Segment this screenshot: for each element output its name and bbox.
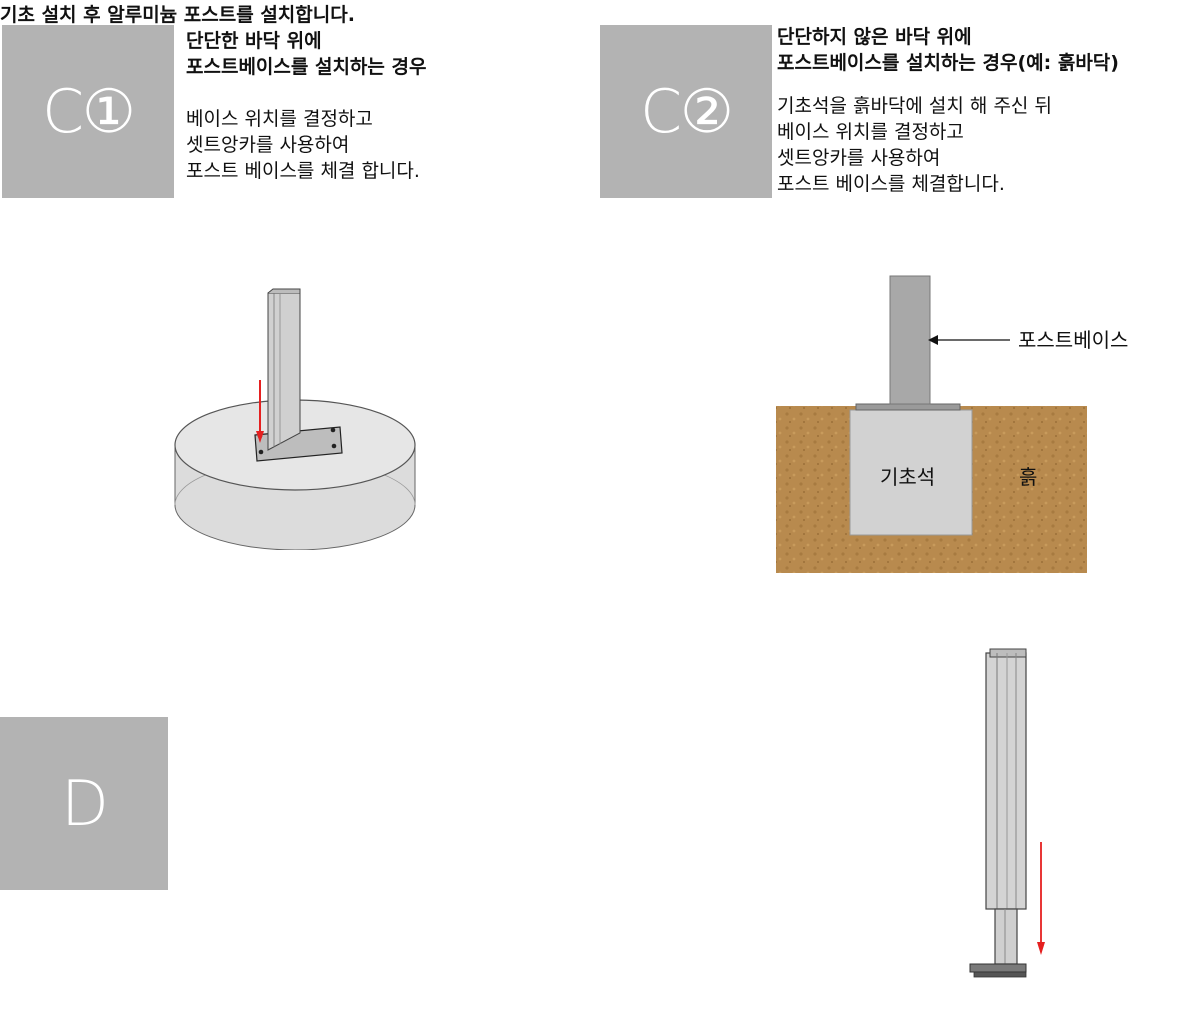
body-line: 셋트앙카를 사용하여 [777, 147, 941, 169]
section-d-text: 기초 설치 후 알루미늄 포스트를 설치합니다. [0, 4, 355, 26]
soil-label: 흙 [1019, 465, 1037, 489]
section-c2-body: 기초석을 흙바닥에 설치 해 주신 뒤 베이스 위치를 결정하고 셋트앙카를 사… [777, 93, 1052, 197]
aluminum-post-illustration [969, 648, 1045, 978]
post-base [889, 275, 931, 405]
foundation-stone [849, 409, 973, 536]
post-base-label: 포스트베이스 [1018, 328, 1128, 352]
body-line: 포스트 베이스를 체결 합니다. [186, 160, 420, 182]
stone-label: 기초석 [880, 465, 935, 489]
body-line: 포스트 베이스를 체결합니다. [777, 173, 1005, 195]
body-line: 기초석을 흙바닥에 설치 해 주신 뒤 [777, 95, 1052, 117]
title-line: 포스트베이스를 설치하는 경우 [186, 56, 427, 78]
section-c1-body: 베이스 위치를 결정하고 셋트앙카를 사용하여 포스트 베이스를 체결 합니다. [186, 106, 420, 184]
body-line: 베이스 위치를 결정하고 [186, 108, 373, 130]
section-c2-title: 단단하지 않은 바닥 위에 포스트베이스를 설치하는 경우(예: 흙바닥) [777, 24, 1119, 76]
title-line: 단단하지 않은 바닥 위에 [777, 26, 972, 48]
section-badge-c1: C① [2, 25, 174, 198]
foundation-stone-diagram: 포스트베이스 기초석 흙 [776, 275, 1128, 573]
title-line: 포스트베이스를 설치하는 경우(예: 흙바닥) [777, 52, 1119, 74]
section-badge-d: D [0, 717, 168, 890]
title-line: 단단한 바닥 위에 [186, 30, 322, 52]
section-c1-title: 단단한 바닥 위에 포스트베이스를 설치하는 경우 [186, 28, 426, 80]
section-badge-c2: C② [600, 25, 772, 198]
concrete-footing-illustration [174, 288, 416, 550]
body-line: 셋트앙카를 사용하여 [186, 134, 350, 156]
body-line: 베이스 위치를 결정하고 [777, 121, 964, 143]
